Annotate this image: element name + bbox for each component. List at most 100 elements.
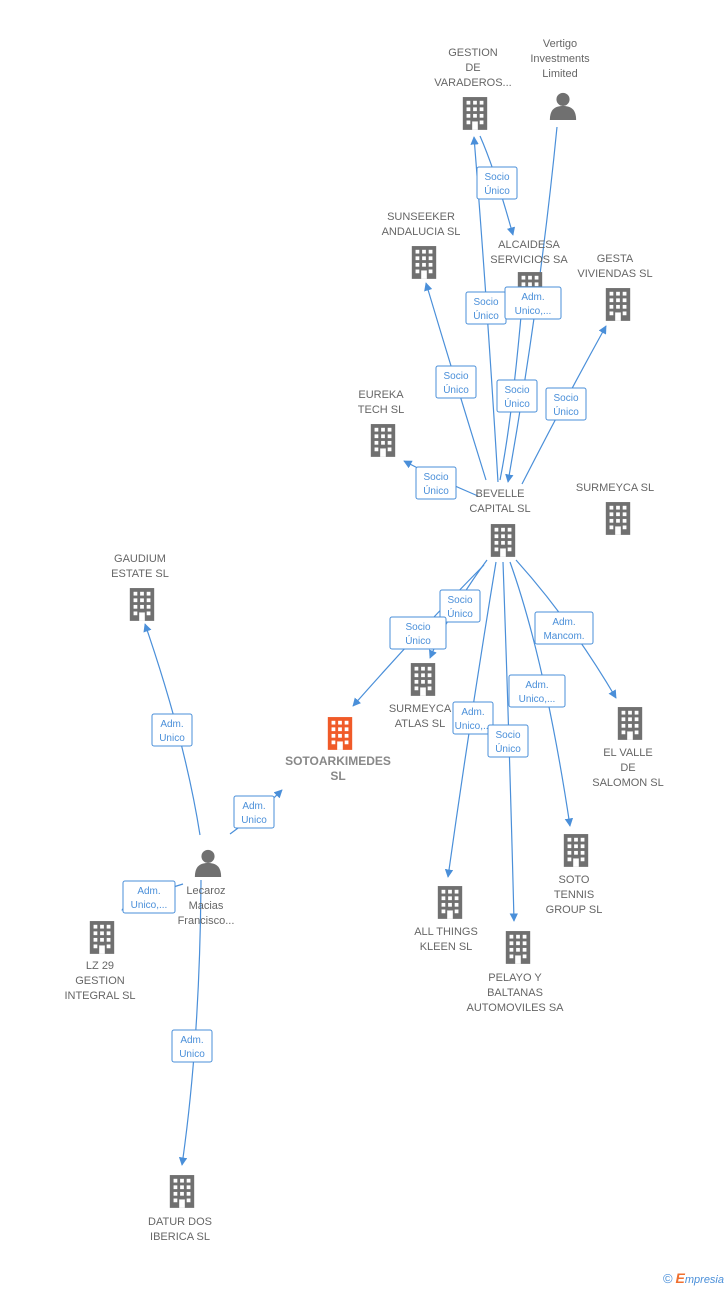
node-label: TENNIS [554,889,594,901]
node-label: Macias [189,900,224,912]
edge-label-text: Unico,... [519,694,556,705]
node-label: SUNSEEKER [387,211,455,223]
edge-label-text: Único [423,484,449,497]
node-label: GAUDIUM [114,553,166,565]
edge-label-box [534,611,594,645]
edge-label-box [389,616,447,650]
edge-label-e10[interactable]: Adm.Unico,... [508,674,566,708]
node-label: ATLAS SL [395,718,446,730]
edge-label-e17[interactable]: Adm. Unico,... [122,880,176,914]
brand-name: mpresia [684,1274,724,1286]
edge-label-text: Socio [443,371,468,382]
edge-label-text: Único [447,607,473,620]
edge-label-text: Adm. [180,1035,203,1046]
node-label: SL [330,769,345,783]
node-lecaroz[interactable]: LecarozMaciasFrancisco... [178,849,235,927]
edge-label-e16[interactable]: Adm. Unico [171,1029,213,1063]
edge-label-box [504,286,562,320]
node-label: SERVICIOS SA [490,254,568,266]
edge-label-box [452,701,494,735]
edge-label-text: Adm. [521,292,544,303]
node-label: INTEGRAL SL [64,990,135,1002]
edge-label-e11[interactable]: Adm.Mancom. [534,611,594,645]
edge-label-box [545,387,587,421]
node-label: GESTION [448,47,498,59]
node-label: ALL THINGS [414,926,478,938]
edge-label-text: Adm. [137,886,160,897]
node-gesta[interactable]: GESTA VIVIENDAS SL [577,253,653,321]
edge-label-text: Adm. [160,719,183,730]
edge-label-text: Unico [179,1049,205,1060]
edge-label-text: Socio [447,595,472,606]
node-gestion[interactable]: GESTIONDEVARADEROS... [434,47,512,130]
node-label: IBERICA SL [150,1231,210,1243]
edge-label-e13[interactable]: Adm. Unico [151,713,193,747]
edge-label-text: Adm. [242,801,265,812]
node-surmeyca[interactable]: SURMEYCA SL [576,482,654,535]
edge-label-box [435,365,477,399]
edge-label-e12[interactable]: Adm.Unico,... [452,701,494,735]
node-label: KLEEN SL [420,941,473,953]
node-label: Francisco... [178,915,235,927]
node-label: GESTA [597,253,634,265]
edge-label-text: Unico [241,815,267,826]
node-label: SURMEYCA [389,703,452,715]
node-label: TECH SL [358,404,404,416]
edge-label-text: Adm. [552,617,575,628]
edge-label-text: Único [473,309,499,322]
edge-label-text: Socio [484,172,509,183]
edge-label-box [487,724,529,758]
building-icon [617,707,643,740]
node-label: VIVIENDAS SL [577,268,652,280]
node-label: BEVELLE [476,488,525,500]
person-icon [549,92,577,120]
person-icon [194,849,222,877]
building-icon [129,588,155,621]
node-all_things[interactable]: ALL THINGS KLEEN SL [414,886,478,953]
node-label: SOTOARKIMEDES [285,754,391,768]
edge-label-box [476,166,518,200]
edge-label-box [496,379,538,413]
edge-label-box [508,674,566,708]
node-label: EUREKA [358,389,404,401]
node-label: Lecaroz [186,885,225,897]
edge-label-text: Unico [159,733,185,744]
edge-label-text: Socio [495,730,520,741]
node-surmeyca_atlas[interactable]: SURMEYCA ATLAS SL [389,663,452,730]
edge-label-text: Unico,... [131,900,168,911]
edge-label-text: Socio [405,622,430,633]
building-icon [370,424,396,457]
node-eureka[interactable]: EUREKA TECH SL [358,389,405,457]
edge-label-e3[interactable]: Adm.Unico,... [504,286,562,320]
building-icon [410,663,436,696]
copyright-symbol: © [662,1271,673,1286]
node-label: DE [465,62,480,74]
edge-label-e15[interactable]: Adm. Unico [233,795,275,829]
node-label: Investments [530,53,590,65]
edge-label-box [415,466,457,500]
building-icon [169,1175,195,1208]
edge-label-text: Socio [423,472,448,483]
building-icon [563,834,589,867]
